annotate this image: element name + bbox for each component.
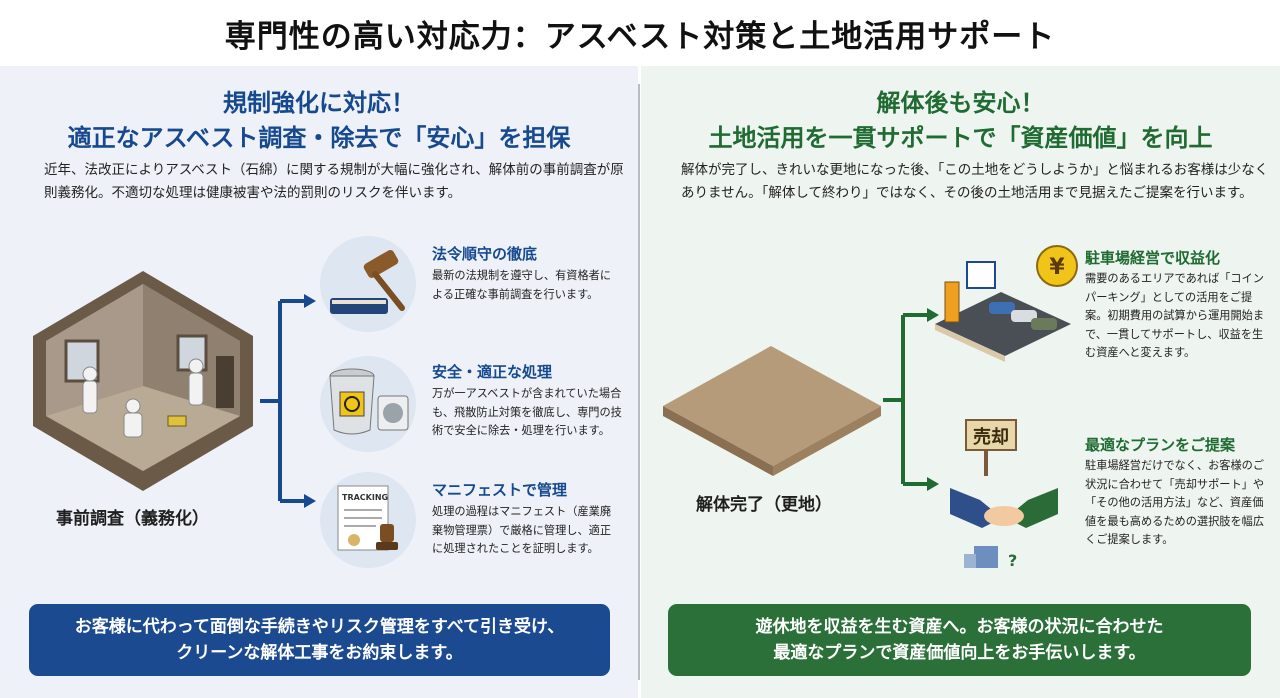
inspection-caption: 事前調査（義務化） xyxy=(56,509,209,529)
gavel-circle xyxy=(320,236,416,332)
feature-title: 最適なプランをご提案 xyxy=(1085,436,1236,454)
manifest-document-icon: TRACKING xyxy=(337,485,398,551)
gavel-icon xyxy=(330,250,405,314)
vacant-lot-caption: 解体完了（更地） xyxy=(696,495,832,515)
feature-title: 駐車場経営で収益化 xyxy=(1085,249,1221,267)
yen-icon: ¥ xyxy=(1049,255,1065,280)
biohazard-container-icon xyxy=(329,368,409,435)
asbestos-heading: 規制強化に対応！ 適正なアスベスト調査・除去で「安心」を担保 xyxy=(0,86,638,156)
asbestos-panel: 規制強化に対応！ 適正なアスベスト調査・除去で「安心」を担保 近年、法改正により… xyxy=(0,66,638,698)
feature-body: 需要のあるエリアであれば「コインパーキング」としての活用をご提案。初期費用の試算… xyxy=(1085,272,1265,359)
land-use-heading: 解体後も安心！ 土地活用を一貫サポートで「資産価値」を向上 xyxy=(641,86,1280,156)
asbestos-intro: 近年、法改正によりアスベスト（石綿）に関する規制が大幅に強化され、解体前の事前調… xyxy=(44,162,624,201)
feature-body: 処理の過程はマニフェスト（産業廃棄物管理票）で厳格に管理し、適正に処理されたこと… xyxy=(432,505,612,555)
land-use-heading-line1: 解体後も安心！ xyxy=(876,89,1045,117)
land-use-banner-text: 遊休地を収益を生む資産へ。お客様の状況に合わせた 最適なプランで資産価値向上をお… xyxy=(755,617,1164,663)
land-use-intro: 解体が完了し、きれいな更地になった後、「この土地をどうしようか」と悩まれるお客様… xyxy=(681,162,1269,201)
left-connector-arrows xyxy=(260,294,316,508)
feature-title: マニフェストで管理 xyxy=(432,481,568,499)
asbestos-heading-line2: 適正なアスベスト調査・除去で「安心」を担保 xyxy=(67,124,571,152)
parking-lot-icon: ¥ xyxy=(935,245,1078,362)
feature-title: 法令順守の徹底 xyxy=(432,245,538,263)
asbestos-banner: お客様に代わって面倒な手続きやリスク管理をすべて引き受け、 クリーンな解体工事を… xyxy=(29,604,610,676)
right-connector-arrows xyxy=(883,308,939,491)
feature-body: 駐車場経営だけでなく、お客様のご状況に合わせて「売却サポート」や「その他の活用方… xyxy=(1085,459,1265,546)
feature-body: 最新の法規制を遵守し、有資格者による正確な事前調査を行います。 xyxy=(432,269,612,301)
panel-divider xyxy=(638,84,640,680)
svg-text:?: ? xyxy=(1008,551,1017,570)
inspection-room-illustration xyxy=(33,271,253,491)
feature-body: 万が一アスベストが含まれていた場合も、飛散防止対策を徹底し、専門の技術で安全に除… xyxy=(432,387,622,437)
asbestos-heading-line1: 規制強化に対応！ xyxy=(223,89,415,117)
feature-title: 安全・適正な処理 xyxy=(432,363,553,381)
sign-label: 売却 xyxy=(973,426,1009,448)
handshake-icon: 売却 ? xyxy=(950,419,1058,570)
land-use-banner: 遊休地を収益を生む資産へ。お客様の状況に合わせた 最適なプランで資産価値向上をお… xyxy=(668,604,1251,676)
tracking-label: TRACKING xyxy=(342,493,388,502)
page-title: 専門性の高い対応力：アスベスト対策と土地活用サポート xyxy=(224,18,1056,55)
land-use-panel: 解体後も安心！ 土地活用を一貫サポートで「資産価値」を向上 解体が完了し、きれい… xyxy=(641,66,1280,698)
asbestos-banner-text: お客様に代わって面倒な手続きやリスク管理をすべて引き受け、 クリーンな解体工事を… xyxy=(74,617,565,663)
vacant-lot-illustration xyxy=(663,346,881,476)
land-use-heading-line2: 土地活用を一貫サポートで「資産価値」を向上 xyxy=(708,124,1213,152)
